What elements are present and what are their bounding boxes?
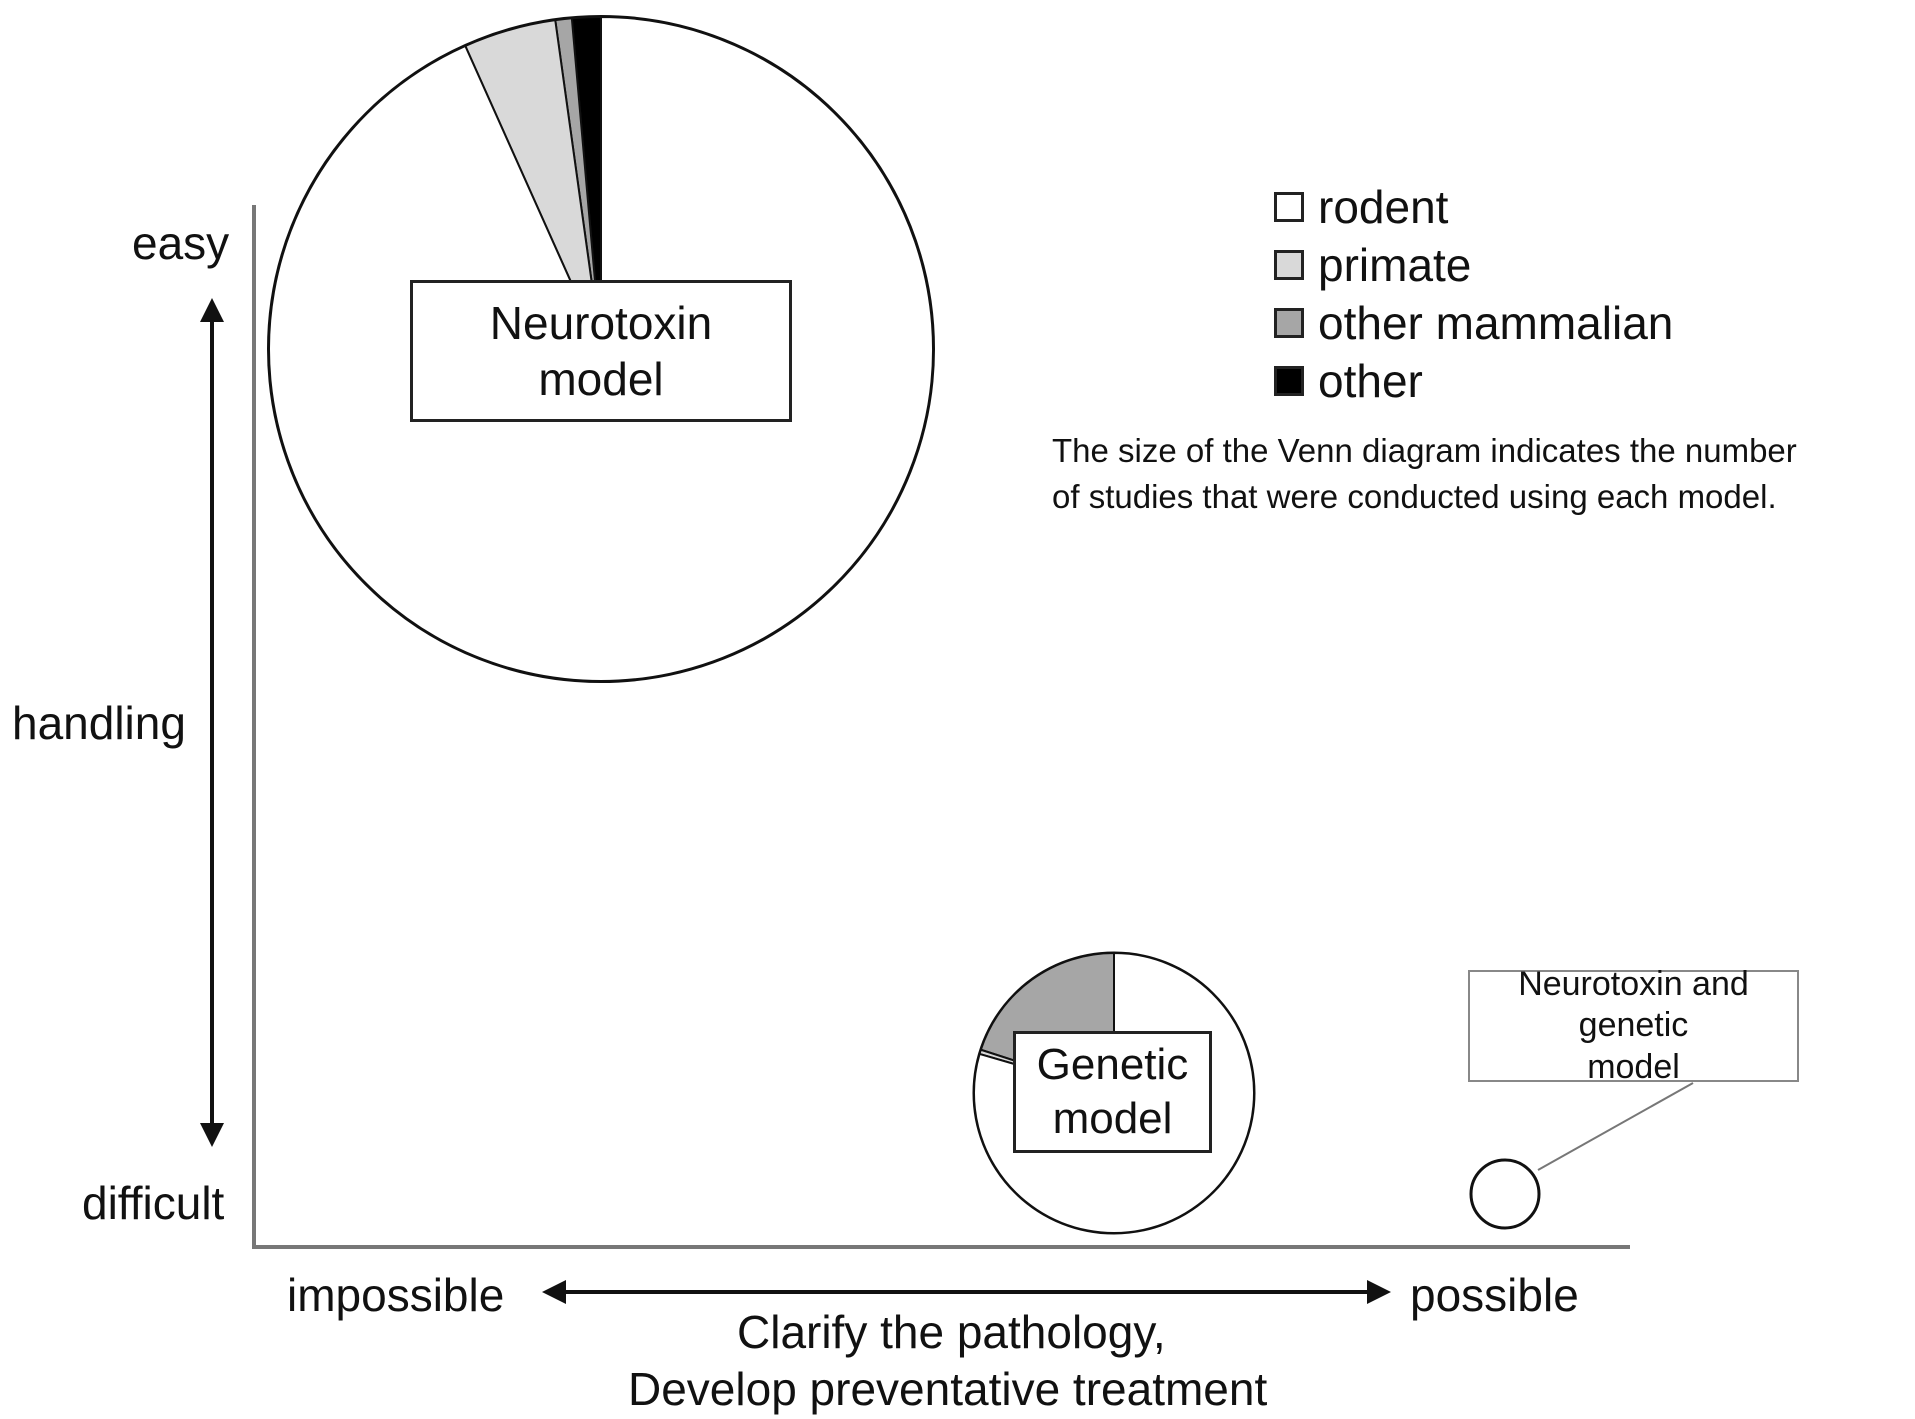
legend-label-rodent: rodent <box>1318 181 1449 233</box>
legend-swatch-rodent <box>1274 192 1304 222</box>
neurotoxin-and-genetic-model-pie <box>1469 1158 1541 1230</box>
genetic-model-label-line2: model <box>1052 1094 1173 1143</box>
legend-swatch-other-mammalian <box>1274 308 1304 338</box>
handling-arrow-bottom-head <box>200 1123 224 1147</box>
legend-label-primate: primate <box>1318 239 1472 291</box>
genetic-model-label: Genetic model <box>1013 1031 1212 1153</box>
x-axis-title-line2: Develop preventative treatment <box>628 1363 1268 1415</box>
x-axis-left-label: impossible <box>287 1269 505 1321</box>
size-note-line2: of studies that were conducted using eac… <box>1052 478 1777 515</box>
neurotoxin-model-label: Neurotoxin model <box>410 280 792 422</box>
pathology-arrow-left-head <box>542 1280 566 1304</box>
legend-item-other-mammalian: other mammalian <box>1274 296 1673 350</box>
combined-model-leader-line <box>1537 1082 1694 1171</box>
pathology-arrow-right-head <box>1367 1280 1391 1304</box>
y-axis-title: handling <box>12 697 186 749</box>
neurotoxin-model-label-line1: Neurotoxin <box>489 296 713 349</box>
handling-arrow-top-head <box>200 298 224 322</box>
legend-swatch-other <box>1274 366 1304 396</box>
legend-swatch-primate <box>1274 250 1304 280</box>
legend-label-other: other <box>1318 355 1423 407</box>
legend-item-other: other <box>1274 354 1423 408</box>
legend-item-primate: primate <box>1274 238 1471 292</box>
legend-label-other-mammalian: other mammalian <box>1318 297 1674 349</box>
legend-item-rodent: rodent <box>1274 180 1448 234</box>
x-axis-right-label: possible <box>1410 1269 1579 1321</box>
combined-model-label: Neurotoxin and genetic model <box>1468 965 1799 1086</box>
x-axis-title-line1: Clarify the pathology, <box>737 1306 1166 1358</box>
neurotoxin-model-label-line2: model <box>538 353 664 405</box>
y-axis-top-label: easy <box>132 217 230 269</box>
size-note: The size of the Venn diagram indicates t… <box>1052 428 1797 520</box>
combined-model-label-line2: model <box>1587 1047 1680 1086</box>
pie-outline <box>1469 1158 1541 1230</box>
y-axis-bottom-label: difficult <box>82 1177 225 1229</box>
genetic-model-label-line1: Genetic <box>1036 1040 1189 1090</box>
combined-model-label-line1: Neurotoxin and genetic <box>1518 964 1749 1045</box>
size-note-line1: The size of the Venn diagram indicates t… <box>1052 432 1797 469</box>
pie-slice-rodent <box>973 951 1255 1234</box>
